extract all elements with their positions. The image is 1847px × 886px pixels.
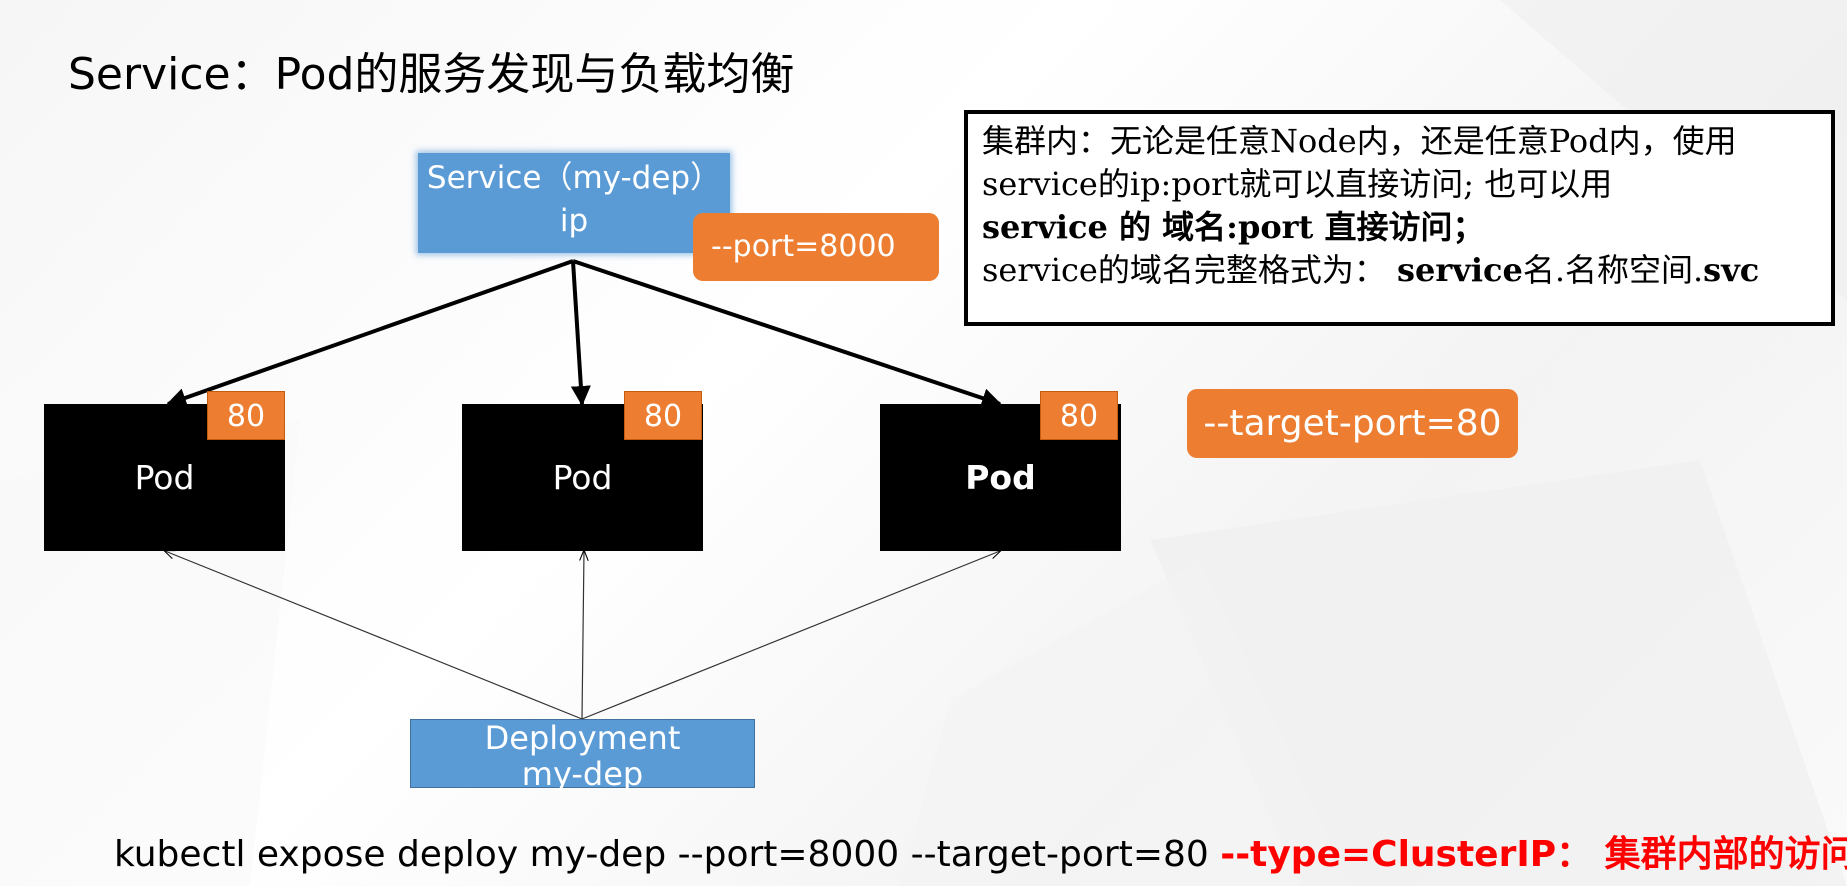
deploy-to-pod3-arrow	[581, 551, 1000, 720]
cluster-access-note: 集群内：无论是任意Node内，还是任意Pod内，使用 service的ip:po…	[964, 110, 1835, 326]
command-type-highlight: --type=ClusterIP： 集群内部的访问	[1220, 834, 1847, 875]
kubectl-command: kubectl expose deploy my-dep --port=8000…	[114, 833, 1847, 877]
service-ip: ip	[559, 203, 589, 239]
service-to-pod2-arrow	[570, 260, 591, 406]
command-main: kubectl expose deploy my-dep --port=8000…	[114, 834, 1221, 875]
note-line-4: service的域名完整格式为： service名.名称空间.svc	[982, 251, 1760, 289]
pod-1: Pod	[44, 404, 285, 551]
deploy-to-pod2-arrow	[582, 551, 584, 720]
note-line-1: 集群内：无论是任意Node内，还是任意Pod内，使用	[982, 122, 1737, 160]
deployment-kind: Deployment	[484, 719, 681, 757]
service-box: Service（my-dep） ip	[418, 153, 730, 253]
note-line-3: service 的 域名:port 直接访问；	[982, 208, 1485, 246]
deploy-to-pod1-arrow	[165, 551, 583, 720]
service-to-pod1-arrow	[166, 259, 574, 408]
deployment-box: Deployment my-dep	[410, 719, 755, 792]
note-line-2: service的ip:port就可以直接访问; 也可以用	[982, 165, 1613, 203]
pod-3-port-badge: 80	[1040, 391, 1118, 440]
service-name: Service（my-dep）	[426, 160, 722, 196]
service-to-pod3-arrow	[572, 259, 1002, 408]
page-title: Service：Pod的服务发现与负载均衡	[68, 49, 795, 100]
pod-1-port-badge: 80	[207, 391, 285, 440]
port-tag: --port=8000	[693, 213, 939, 281]
pod-2-port-badge: 80	[624, 391, 702, 440]
deployment-name: my-dep	[521, 755, 644, 793]
target-port-tag: --target-port=80	[1187, 389, 1518, 458]
